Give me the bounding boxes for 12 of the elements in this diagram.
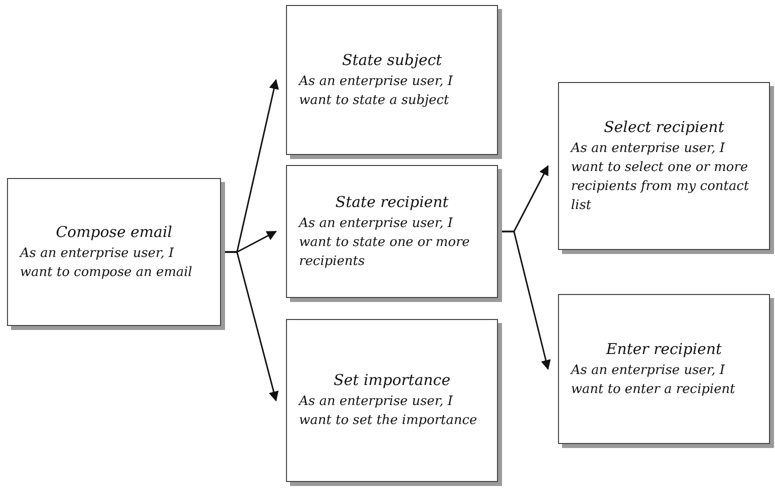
story-text: As an enterprise user, I want to state a subject xyxy=(299,72,454,110)
story-title: State recipient xyxy=(334,192,450,210)
story-text: As an enterprise user, I want to select one or more recipients from my contact list xyxy=(571,140,750,214)
story-text: As an enterprise user, I want to compose an email xyxy=(20,244,194,282)
story-text: As an enterprise user, I want to state one or more recipients xyxy=(299,214,471,270)
story-title: Set importance xyxy=(332,371,452,389)
story-text: As an enterprise user, I want to set the importance xyxy=(299,393,478,430)
story-title: State subject xyxy=(341,50,443,68)
story-title: Compose email xyxy=(54,222,174,240)
story-text: As an enterprise user, I want to enter a recipient xyxy=(571,362,736,398)
story-title: Enter recipient xyxy=(605,340,723,358)
story-title: Select recipient xyxy=(602,118,726,136)
